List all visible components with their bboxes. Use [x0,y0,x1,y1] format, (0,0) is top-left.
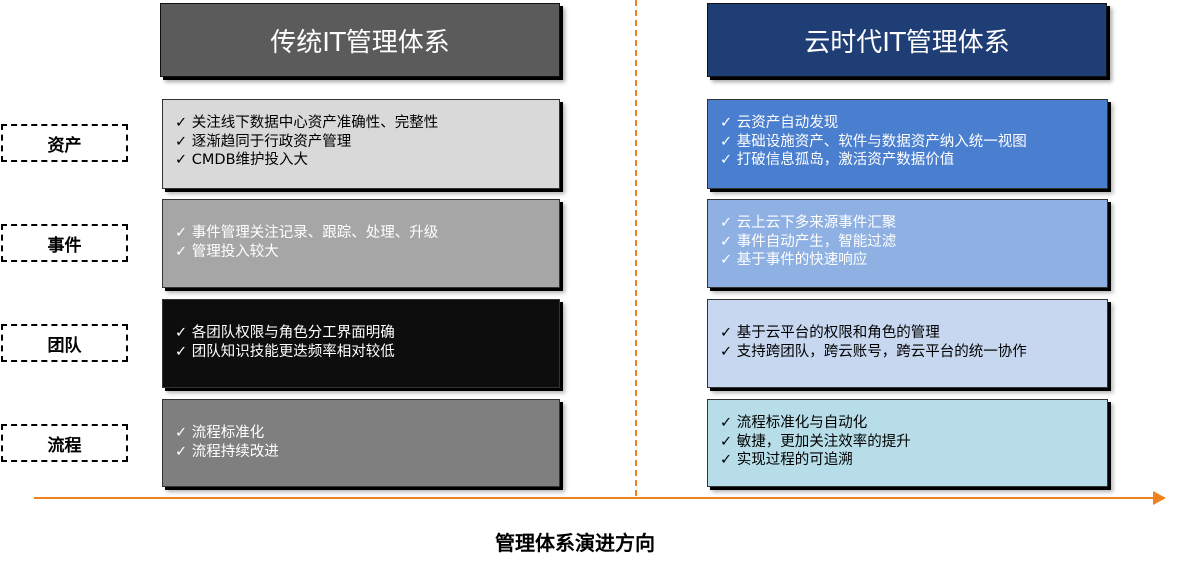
axis-label: 管理体系演进方向 [495,531,655,555]
box-item: 基础设施资产、软件与数据资产纳入统一视图 [720,133,1097,152]
box-item: 实现过程的可追溯 [720,451,1097,470]
evolution-arrow-head-icon [1153,491,1166,505]
box-item: 基于事件的快速响应 [720,251,1097,270]
box-item: 流程持续改进 [175,443,549,462]
category-team: 团队 [1,324,128,362]
box-cloud-process: 流程标准化与自动化 敏捷，更加关注效率的提升 实现过程的可追溯 [707,399,1108,487]
header-cloud: 云时代IT管理体系 [707,3,1107,77]
box-item: 事件管理关注记录、跟踪、处理、升级 [175,224,549,243]
box-cloud-team: 基于云平台的权限和角色的管理 支持跨团队，跨云账号，跨云平台的统一协作 [707,299,1108,388]
header-traditional: 传统IT管理体系 [160,3,560,77]
category-process: 流程 [1,424,128,462]
box-item: 管理投入较大 [175,243,549,262]
box-traditional-team: 各团队权限与角色分工界面明确 团队知识技能更迭频率相对较低 [162,299,560,388]
box-item: 事件自动产生，智能过滤 [720,233,1097,252]
box-traditional-event: 事件管理关注记录、跟踪、处理、升级 管理投入较大 [162,199,560,288]
header-traditional-label: 传统IT管理体系 [270,27,450,58]
divider-line [635,0,637,496]
box-cloud-event: 云上云下多来源事件汇聚 事件自动产生，智能过滤 基于事件的快速响应 [707,199,1108,288]
box-item: 流程标准化与自动化 [720,414,1097,433]
box-item: 云资产自动发现 [720,114,1097,133]
category-asset: 资产 [1,124,128,162]
box-item: CMDB维护投入大 [175,151,549,170]
box-item: 各团队权限与角色分工界面明确 [175,324,549,343]
box-item: 敏捷，更加关注效率的提升 [720,433,1097,452]
evolution-arrow-line [34,497,1154,499]
box-item: 支持跨团队，跨云账号，跨云平台的统一协作 [720,343,1097,362]
box-item: 基于云平台的权限和角色的管理 [720,324,1097,343]
box-item: 云上云下多来源事件汇聚 [720,214,1097,233]
category-event: 事件 [1,224,128,262]
box-item: 流程标准化 [175,424,549,443]
box-item: 逐渐趋同于行政资产管理 [175,133,549,152]
box-item: 团队知识技能更迭频率相对较低 [175,343,549,362]
box-traditional-asset: 关注线下数据中心资产准确性、完整性 逐渐趋同于行政资产管理 CMDB维护投入大 [162,99,560,189]
box-item: 打破信息孤岛，激活资产数据价值 [720,151,1097,170]
box-traditional-process: 流程标准化 流程持续改进 [162,399,560,487]
header-cloud-label: 云时代IT管理体系 [804,27,1010,58]
box-item: 关注线下数据中心资产准确性、完整性 [175,114,549,133]
box-cloud-asset: 云资产自动发现 基础设施资产、软件与数据资产纳入统一视图 打破信息孤岛，激活资产… [707,99,1108,189]
